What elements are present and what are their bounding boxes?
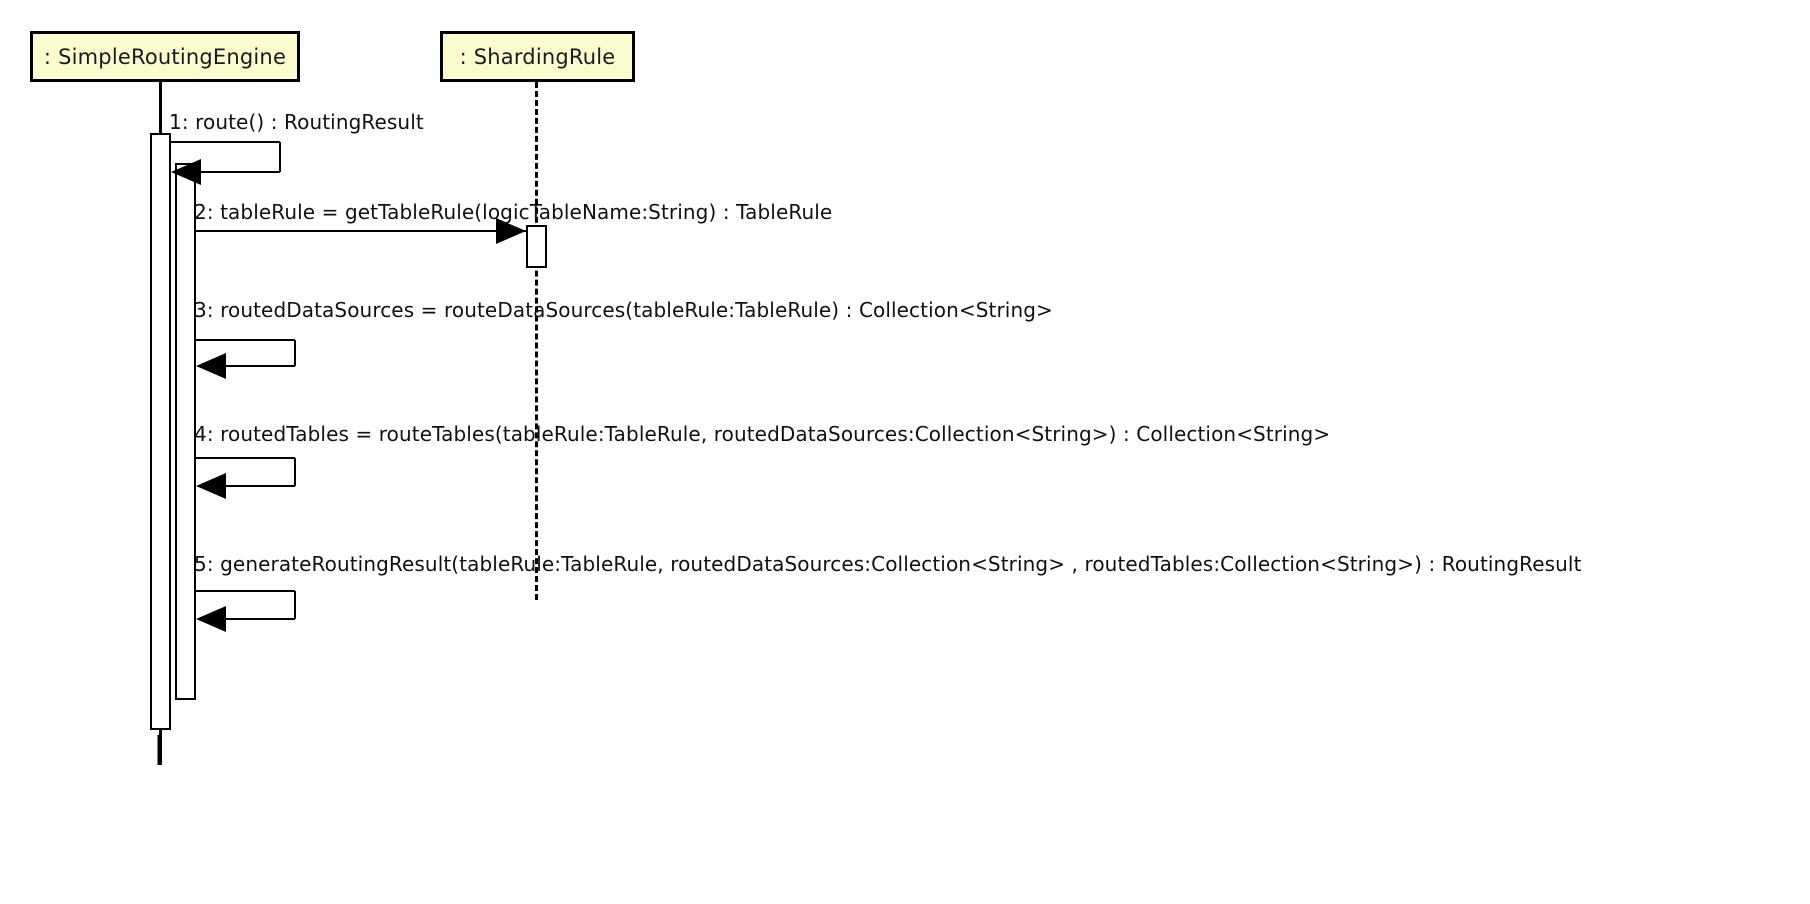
message-label-4: 4: routedTables = routeTables(tableRule:…	[194, 422, 1331, 446]
activation-bar-engine-inner	[175, 163, 196, 700]
lifeline-head-simple-routing-engine[interactable]: : SimpleRoutingEngine	[30, 31, 300, 82]
message-label-3: 3: routedDataSources = routeDataSources(…	[194, 298, 1053, 322]
message-label-1: 1: route() : RoutingResult	[169, 110, 424, 134]
activation-bar-engine-outer	[150, 133, 171, 730]
activation-bar-sharding-rule	[526, 225, 547, 268]
message-label-2: 2: tableRule = getTableRule(logicTableNa…	[194, 200, 833, 224]
message-label-5: 5: generateRoutingResult(tableRule:Table…	[194, 552, 1582, 576]
lifeline-line-sharding-rule	[535, 82, 538, 600]
lifeline-label-simple-routing-engine: : SimpleRoutingEngine	[43, 44, 287, 69]
lifeline-label-sharding-rule: : ShardingRule	[459, 44, 616, 69]
lifeline-head-sharding-rule[interactable]: : ShardingRule	[440, 31, 635, 82]
